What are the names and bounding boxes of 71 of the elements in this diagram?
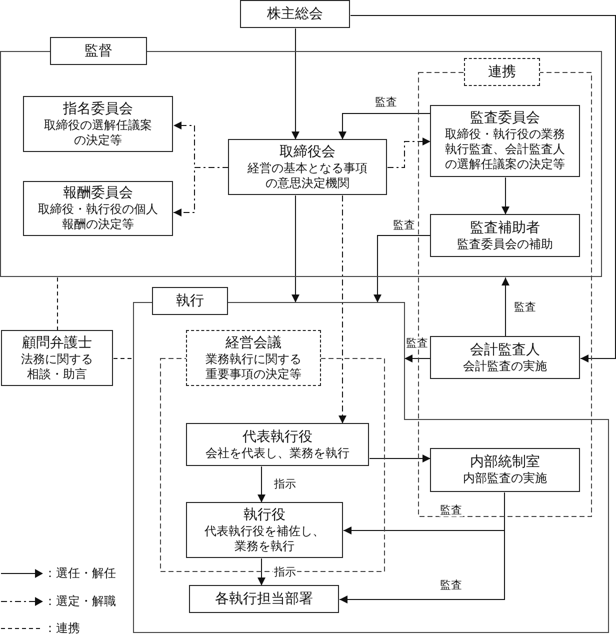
org-box <box>186 423 369 466</box>
org-box <box>50 37 147 65</box>
box-title: 顧問弁護士 <box>22 334 92 352</box>
connector-line <box>57 277 58 331</box>
box-title: 監査補助者 <box>470 220 540 236</box>
box-title: 各執行担当部署 <box>215 590 313 608</box>
box-description: 会社を代表し、業務を執行 <box>206 446 350 460</box>
arrow <box>292 195 300 303</box>
box-description: 経営の基本となる事項の意思決定機関 <box>246 160 368 190</box>
arrow <box>374 235 431 303</box>
edge-label: 監査 <box>405 336 429 350</box>
arrow <box>502 277 510 337</box>
org-box <box>228 139 387 195</box>
box-title: 会計監査人 <box>470 342 540 358</box>
org-box <box>430 448 580 492</box>
box-description: 監査委員会の補助 <box>457 236 553 252</box>
org-box <box>186 502 343 558</box>
box-title: 報酬委員会 <box>63 185 133 202</box>
box-title: 代表執行役 <box>242 428 312 446</box>
box-title: 執行役 <box>244 506 286 524</box>
box-title: 執行 <box>176 292 204 310</box>
box-title: 内部統制室 <box>470 454 540 471</box>
org-box <box>1 330 113 386</box>
arrow <box>258 558 266 586</box>
org-box <box>189 585 339 613</box>
arrow <box>173 167 229 216</box>
arrow <box>292 28 300 140</box>
box-description: 代表執行役を補佐し、業務を執行 <box>204 524 326 554</box>
box-title: 経営会議 <box>226 334 282 352</box>
box-description: 業務執行に関する重要事項の決定等 <box>204 352 302 382</box>
org-box <box>464 58 540 86</box>
box-title: 連携 <box>488 64 516 80</box>
box-description: 取締役・執行役の個人報酬の決定等 <box>37 202 159 232</box>
edge-label: 指示 <box>273 566 297 578</box>
arrow <box>387 138 431 168</box>
legend-text: ：選定・解職 <box>44 594 116 608</box>
box-title: 株主総会 <box>267 6 323 22</box>
box-title: 指名委員会 <box>63 100 133 118</box>
box-description: 会計監査の実施 <box>463 358 547 374</box>
edge-label: 監査 <box>439 578 463 592</box>
edge-label: 監査 <box>513 300 537 314</box>
edge-label: 監査 <box>439 504 463 516</box>
org-box <box>240 0 350 28</box>
arrow <box>350 15 616 362</box>
box-title: 監督 <box>84 42 112 60</box>
box-description: 取締役・執行役の業務執行監査、会計監査人の選解任議案の決定等 <box>444 127 566 172</box>
box-description: 取締役の選解任議案の決定等 <box>43 118 153 148</box>
arrow <box>369 454 431 462</box>
org-box <box>430 214 580 257</box>
legend-text: ：連携 <box>44 621 80 635</box>
org-box <box>430 336 580 379</box>
org-box <box>186 330 321 386</box>
box-description: 法務に関する相談・助言 <box>20 352 94 382</box>
edge-label: 監査 <box>374 96 398 108</box>
org-box <box>23 181 173 236</box>
edge-label: 監査 <box>392 218 416 232</box>
box-description: 内部監査の実施 <box>463 471 547 486</box>
box-title: 監査委員会 <box>470 110 540 127</box>
edge-label: 指示 <box>273 478 297 490</box>
legend-text: ：選任・解任 <box>44 566 116 580</box>
arrow <box>338 195 346 424</box>
arrow <box>338 113 431 140</box>
arrow <box>339 492 505 604</box>
org-box <box>23 96 173 152</box>
connector-line <box>113 358 134 359</box>
arrow <box>404 354 431 362</box>
arrow <box>502 177 510 215</box>
org-box <box>430 105 580 177</box>
org-box <box>152 287 228 315</box>
box-title: 取締役会 <box>280 144 336 160</box>
arrow <box>258 466 266 503</box>
